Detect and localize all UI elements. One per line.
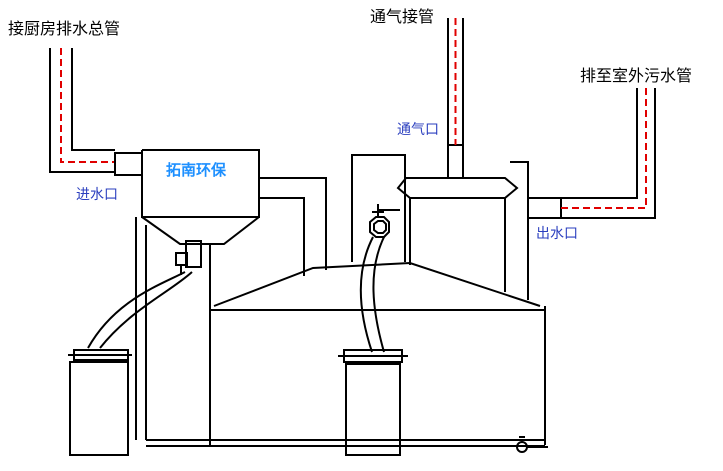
outdoor-sewer-pipe: [561, 88, 656, 219]
vent-port: [447, 144, 464, 179]
inlet-label: 进水口: [76, 186, 118, 202]
brand-label: 拓南环保: [166, 161, 227, 179]
overflow-pipe-inner: [259, 197, 305, 276]
vent-connection-pipe: [447, 18, 464, 145]
central-valve: [369, 204, 400, 238]
left-hose: [87, 271, 193, 349]
funnel-outlet-valve: [175, 240, 202, 275]
kitchen-drain-pipe: [49, 48, 115, 173]
central-hose: [359, 236, 385, 353]
inlet-stub: [114, 152, 143, 176]
left-collection-bucket: [68, 349, 132, 456]
vent-pipe-label: 通气接管: [370, 8, 434, 26]
outdoor-sewer-pipe-label: 排至室外污水管: [580, 67, 692, 85]
vent-port-label: 通气口: [397, 121, 439, 137]
outlet-stub: [527, 197, 562, 219]
drain-valve: [516, 436, 548, 453]
overflow-pipe-outer: [259, 177, 327, 270]
central-collection-bucket: [338, 349, 408, 456]
kitchen-drain-pipe-label: 接厨房排水总管: [8, 20, 120, 38]
central-column: [351, 154, 406, 262]
right-chamber: [396, 161, 529, 300]
outlet-label: 出水口: [536, 225, 578, 241]
